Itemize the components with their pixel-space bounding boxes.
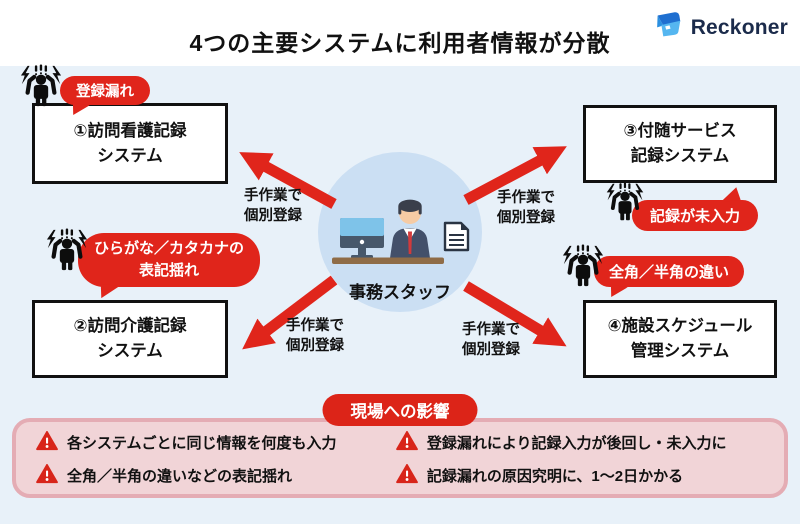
reckoner-logo-text: Reckoner	[690, 15, 788, 39]
reckoner-logo: Reckoner	[651, 8, 788, 47]
impact-item: 記録漏れの原因究明に、1〜2日かかる	[396, 464, 778, 488]
office-staff-label: 事務スタッフ	[349, 283, 451, 302]
system-4-label-line2: 管理システム	[630, 342, 730, 360]
office-staff-illustration	[330, 196, 475, 273]
frustrated-person-icon	[604, 182, 646, 227]
system-2-label-line1: ②訪問介護記録	[73, 317, 187, 336]
system-2-label-line2: システム	[97, 342, 163, 360]
warning-icon	[396, 431, 418, 455]
callout-text: 全角／半角の違い	[609, 264, 730, 281]
callout-kana-inconsistency: ひらがな／カタカナの 表記揺れ	[78, 233, 260, 287]
arrow-label-line: 個別登録	[462, 342, 520, 359]
callout-registration-omission: 登録漏れ	[60, 76, 150, 105]
system-box-2: ②訪問介護記録 システム	[32, 300, 228, 378]
system-box-3: ③付随サービス 記録システム	[583, 105, 777, 183]
callout-text-line2: 表記揺れ	[138, 261, 199, 279]
arrow-label-line: 個別登録	[497, 210, 555, 227]
arrow-label-top-left: 手作業で 個別登録	[244, 186, 302, 227]
arrow-label-line: 手作業で	[244, 188, 302, 204]
page-title: 4つの主要システムに利用者情報が分散	[189, 30, 611, 56]
arrow-label-line: 手作業で	[497, 190, 555, 206]
system-box-1: ①訪問看護記録 システム	[32, 103, 228, 184]
warning-icon	[36, 431, 58, 455]
arrow-label-line: 個別登録	[286, 338, 344, 355]
system-1-label-line2: システム	[97, 146, 163, 165]
callout-record-not-entered: 記録が未入力	[632, 200, 759, 231]
impact-item-text: 各システムごとに同じ情報を何度も入力	[67, 435, 337, 452]
frustrated-person-icon	[560, 244, 606, 293]
system-4-label-line1: ④施設スケジュール	[607, 317, 753, 336]
arrow-label-bottom-right: 手作業で 個別登録	[462, 320, 520, 361]
system-3-label-line2: 記録システム	[630, 147, 730, 165]
system-3-label-line1: ③付随サービス	[623, 122, 737, 141]
impact-item: 各システムごとに同じ情報を何度も入力	[36, 431, 396, 455]
arrow-label-line: 手作業で	[462, 322, 520, 338]
frustrated-person-icon	[18, 64, 64, 113]
callout-text: 登録漏れ	[76, 84, 134, 100]
impact-item: 全角／半角の違いなどの表記揺れ	[36, 464, 396, 488]
impact-item-text: 全角／半角の違いなどの表記揺れ	[67, 468, 293, 485]
callout-text-line1: ひらがな／カタカナの	[93, 240, 244, 257]
callout-fullwidth-halfwidth: 全角／半角の違い	[594, 256, 745, 287]
reckoner-logo-icon	[651, 8, 685, 47]
system-1-label-line1: ①訪問看護記録	[73, 121, 187, 140]
impact-title-badge: 現場への影響	[322, 394, 478, 426]
arrow-label-line: 手作業で	[286, 318, 344, 334]
warning-icon	[396, 464, 418, 488]
warning-icon	[36, 464, 58, 488]
frustrated-person-icon	[44, 228, 90, 277]
callout-text: 記録が未入力	[650, 208, 741, 225]
system-box-4: ④施設スケジュール 管理システム	[583, 300, 777, 378]
impact-panel: 各システムごとに同じ情報を何度も入力 登録漏れにより記録入力が後回し・未入力に …	[12, 418, 788, 498]
impact-item: 登録漏れにより記録入力が後回し・未入力に	[396, 431, 778, 455]
arrow-label-top-right: 手作業で 個別登録	[497, 188, 555, 229]
impact-item-text: 登録漏れにより記録入力が後回し・未入力に	[426, 435, 727, 452]
impact-item-text: 記録漏れの原因究明に、1〜2日かかる	[426, 468, 684, 485]
arrow-label-bottom-left: 手作業で 個別登録	[286, 316, 344, 357]
arrow-label-line: 個別登録	[244, 208, 302, 225]
